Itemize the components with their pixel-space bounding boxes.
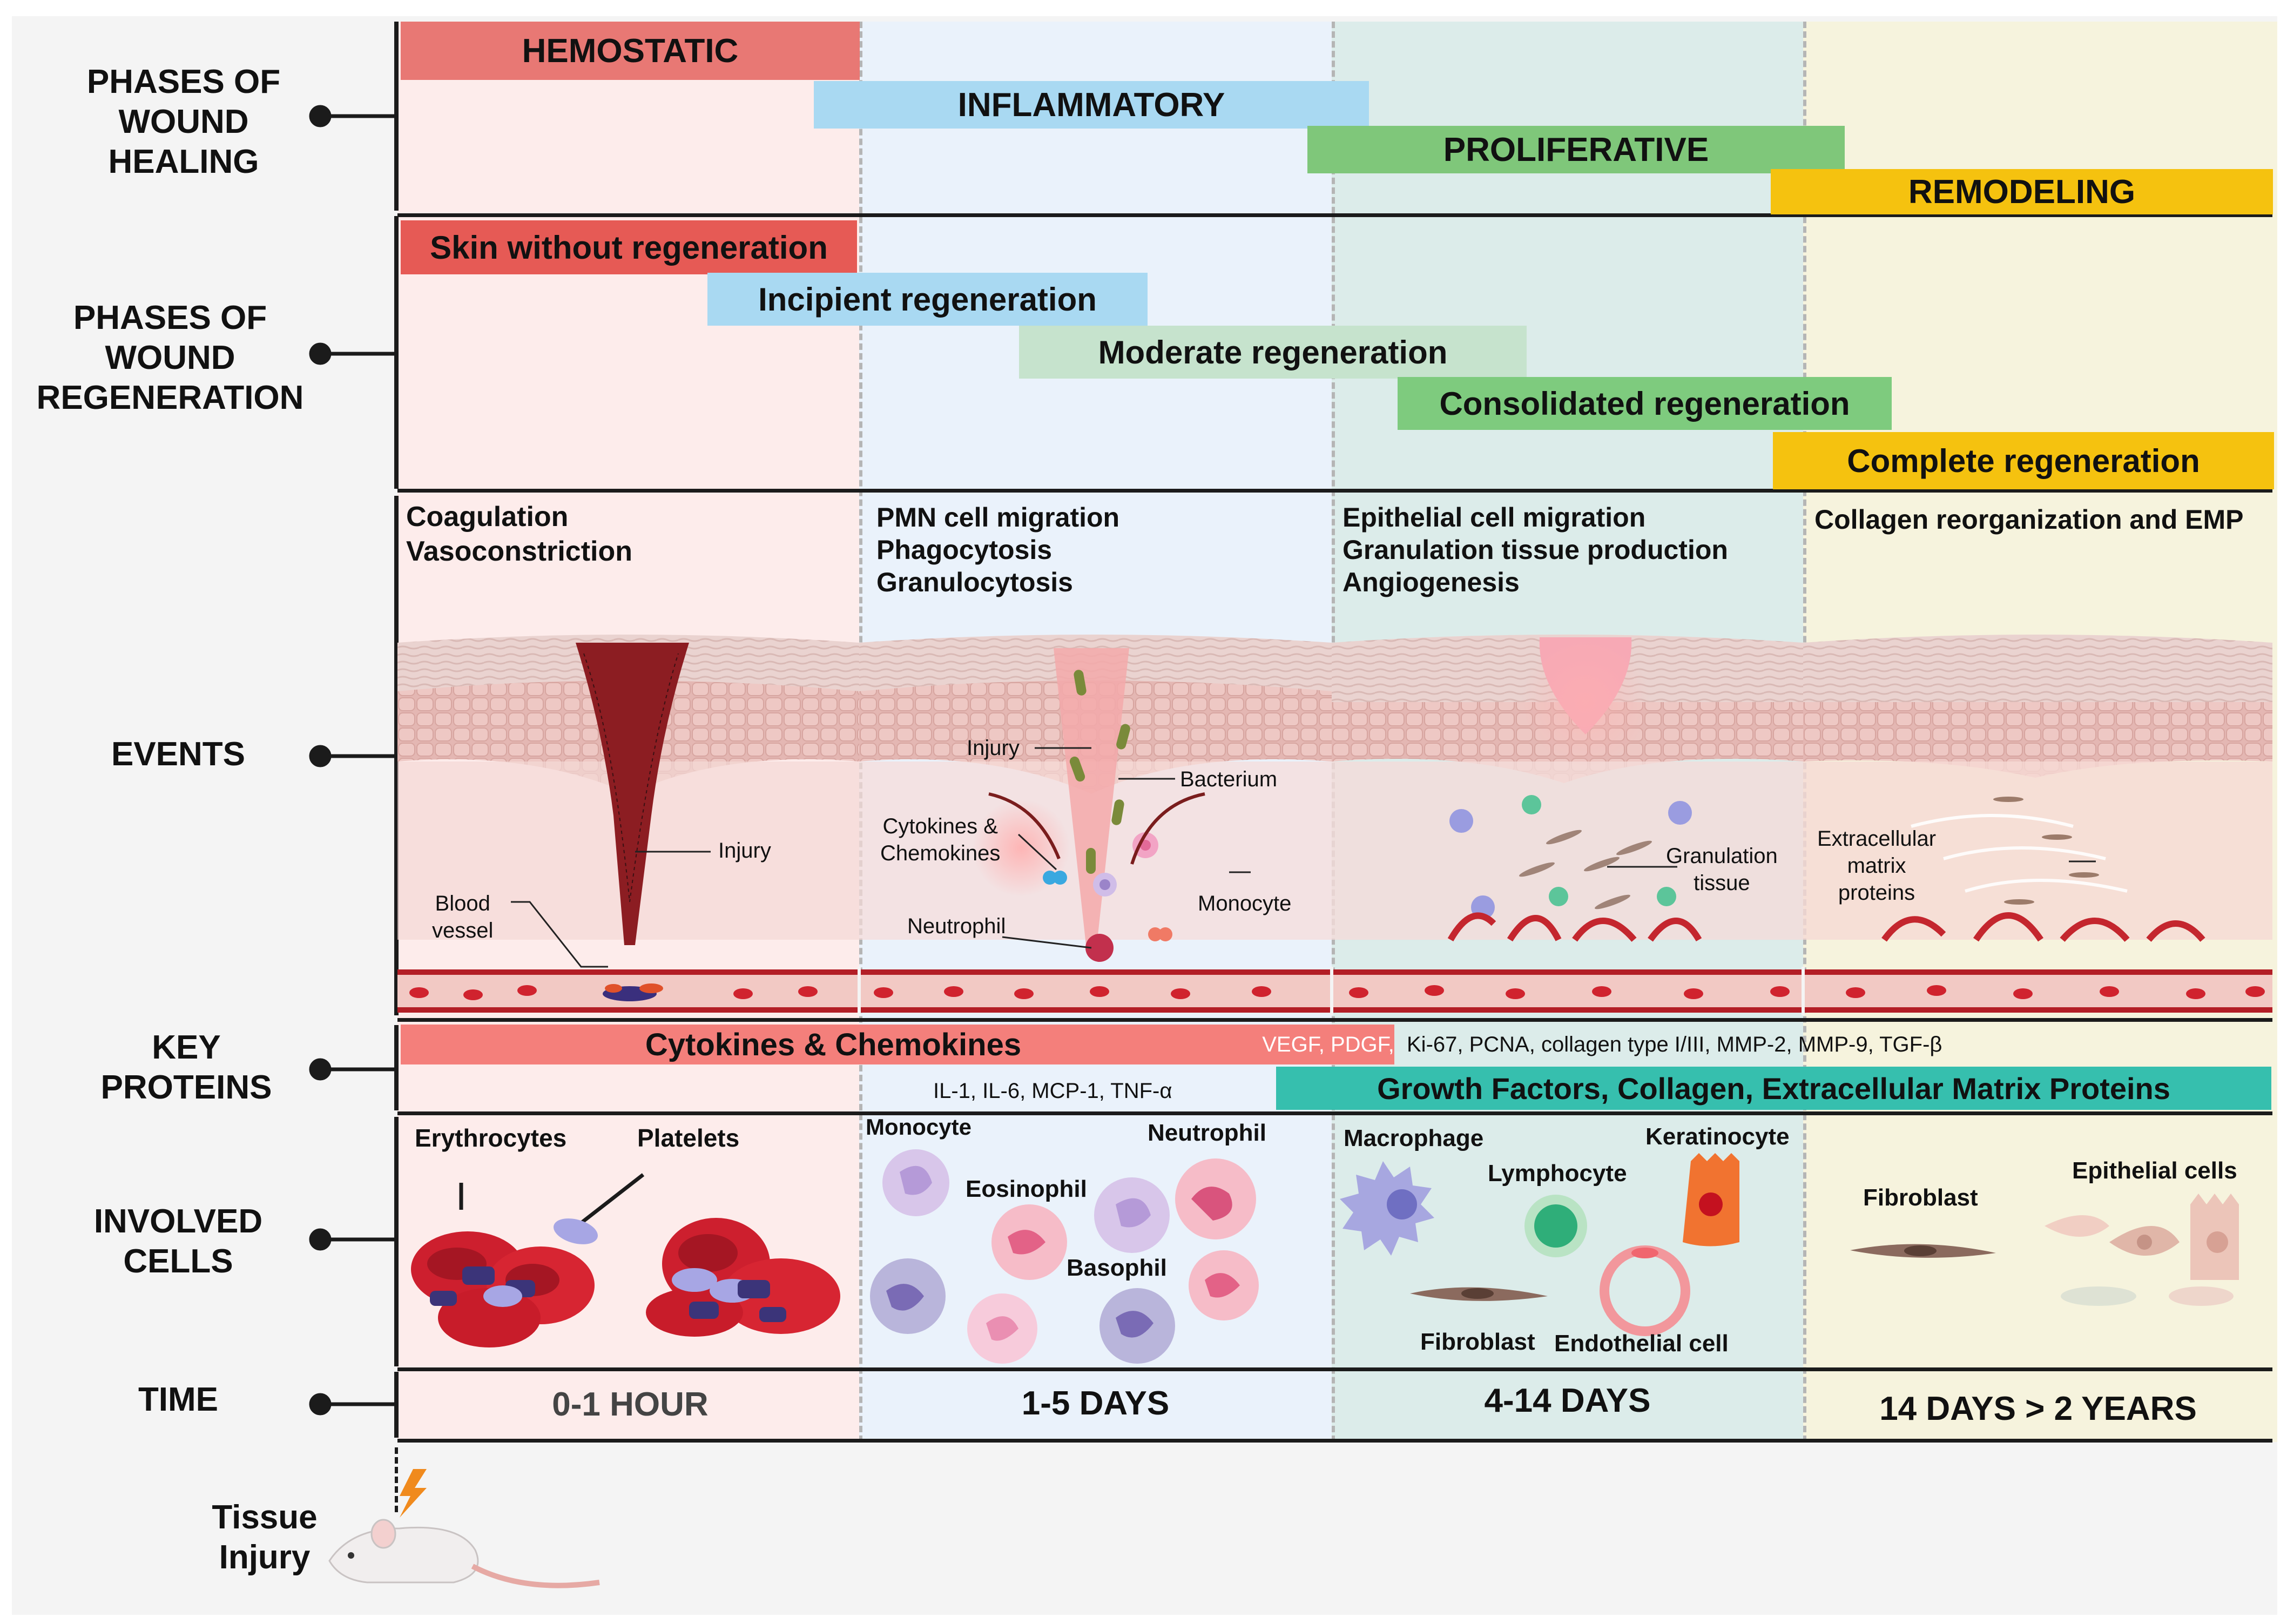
cell-label-epithelial: Epithelial cells: [2072, 1157, 2237, 1184]
regen-bar-moderate: Moderate regeneration: [1019, 326, 1527, 379]
endothelial-cell: [1600, 1245, 1690, 1336]
eosinophil-cell: [991, 1204, 1067, 1280]
cell-label-fibroblast: Fibroblast: [1420, 1329, 1535, 1355]
row-label-phases-healing: PHASES OF WOUND HEALING: [86, 63, 281, 180]
phase-bar-proliferative: PROLIFERATIVE: [1307, 126, 1845, 173]
events-col3: Epithelial cell migration Granulation ti…: [1342, 502, 1728, 597]
protein-il-list: IL-1, IL-6, MCP-1, TNF-α: [933, 1079, 1172, 1103]
basophil-cell: [1099, 1288, 1175, 1364]
cell-label-neutrophil: Neutrophil: [1148, 1120, 1266, 1146]
row-label-events: EVENTS: [111, 736, 246, 773]
cell-label-eosinophil: Eosinophil: [966, 1176, 1087, 1202]
tissue-injury-label: Tissue Injury: [212, 1499, 318, 1576]
row-label-key-proteins: KEY PROTEINS: [100, 1029, 272, 1106]
cell-label-erythrocytes: Erythrocytes: [415, 1124, 567, 1152]
label-neutrophil: Neutrophil: [907, 914, 1006, 938]
erythrocyte-cluster-1: [411, 1231, 595, 1347]
time-1-5-days: 1-5 DAYS: [1021, 1385, 1170, 1422]
row-separator: [397, 1111, 2272, 1115]
regen-bar-complete: Complete regeneration: [1773, 432, 2274, 489]
cell-label-basophil: Basophil: [1067, 1255, 1167, 1281]
protein-bar-cytokines: Cytokines & Chemokines: [401, 1025, 1266, 1064]
regen-bar-skin: Skin without regeneration: [401, 220, 857, 274]
events-col4: Collagen reorganization and EMP: [1814, 504, 2244, 535]
time-4-14-days: 4-14 DAYS: [1484, 1382, 1651, 1419]
monocyte-cell: [882, 1149, 949, 1216]
blood-cells: [409, 985, 2265, 1000]
erythrocyte-cluster-2: [646, 1218, 840, 1337]
lymphocyte-cell: [1524, 1195, 1587, 1257]
label-monocyte: Monocyte: [1198, 892, 1292, 915]
label-injury-1: Injury: [718, 839, 771, 862]
events-col1: Coagulation Vasoconstriction: [406, 501, 632, 567]
protein-ki67-list: Ki-67, PCNA, collagen type I/III, MMP-2,…: [1407, 1033, 1942, 1056]
protein-bar-growth-factors: Growth Factors, Collagen, Extracellular …: [1276, 1067, 2271, 1110]
cell-label-lymphocyte: Lymphocyte: [1488, 1160, 1627, 1187]
row-separator: [397, 489, 2272, 493]
lightning-icon: [400, 1469, 427, 1518]
neutrophil-cell: [1175, 1158, 1256, 1239]
bracket: [394, 1117, 399, 1366]
time-0-1-hour: 0-1 HOUR: [552, 1386, 709, 1423]
cell-label-keratinocyte: Keratinocyte: [1645, 1123, 1790, 1150]
row-separator: [397, 1018, 2272, 1022]
keratinocyte-cell: [1683, 1153, 1739, 1246]
label-injury-2: Injury: [967, 736, 1020, 760]
label-blood-vessel: Blood vessel: [432, 892, 494, 942]
label-bacterium: Bacterium: [1180, 767, 1278, 791]
macrophage-cell: [1340, 1161, 1434, 1256]
row-label-phases-regeneration: PHASES OF WOUND REGENERATION: [36, 299, 304, 416]
skin-section-2: [859, 635, 1332, 962]
skin-section-3: [1332, 635, 1803, 942]
row-separator: [397, 213, 2272, 217]
phase-bar-remodeling: REMODELING: [1771, 169, 2273, 214]
regen-bar-consolidated: Consolidated regeneration: [1398, 377, 1892, 430]
phase-bar-inflammatory: INFLAMMATORY: [814, 81, 1369, 129]
timeline-dashed: [395, 1447, 398, 1512]
label-granulation-tissue: Granulation tissue: [1666, 844, 1778, 895]
time-14-days-2-years: 14 DAYS > 2 YEARS: [1879, 1390, 2197, 1427]
label-cytokines-chemokines: Cytokines & Chemokines: [880, 814, 1001, 865]
fibroblast-cell-2: [1850, 1244, 1996, 1258]
phase-bar-hemostatic: HEMOSTATIC: [401, 22, 860, 80]
row-label-time: TIME: [138, 1381, 219, 1418]
protein-vegf-pdgf: VEGF, PDGF,: [1262, 1025, 1394, 1064]
cell-label-fibroblast-2: Fibroblast: [1863, 1184, 1978, 1211]
row-separator: [397, 1439, 2272, 1443]
skin-section-1: [397, 635, 859, 945]
fibroblast-cell-1: [1410, 1287, 1548, 1301]
cell-label-endothelial: Endothelial cell: [1554, 1330, 1729, 1357]
regen-bar-incipient: Incipient regeneration: [707, 273, 1148, 326]
cell-label-platelets: Platelets: [637, 1124, 740, 1152]
row-separator: [397, 1367, 2272, 1371]
cell-label-monocyte: Monocyte: [866, 1114, 972, 1140]
epithelial-cells-group: [2045, 1194, 2239, 1306]
skin-section-4: [1803, 635, 2272, 942]
clot: [603, 983, 663, 1001]
label-extracellular-matrix: Extracellular matrix proteins: [1817, 827, 1937, 905]
events-col2: PMN cell migration Phagocytosis Granuloc…: [876, 502, 1120, 597]
cell-label-macrophage: Macrophage: [1344, 1125, 1484, 1151]
skin-illustration: [397, 635, 2272, 1015]
involved-cells-illustration: [411, 1149, 2239, 1364]
mouse-illustration: [328, 1469, 600, 1588]
row-label-involved-cells: INVOLVED CELLS: [93, 1203, 263, 1280]
